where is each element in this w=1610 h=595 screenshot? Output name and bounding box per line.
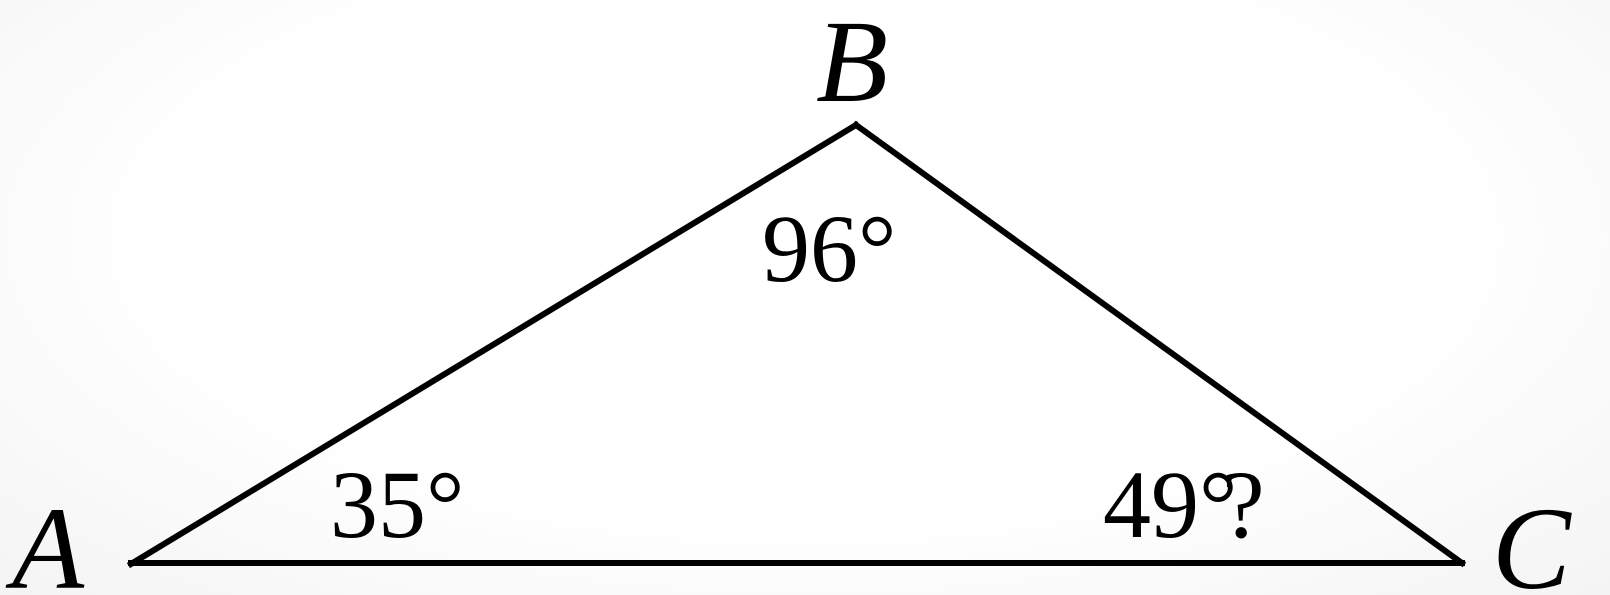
angle-label-c-unknown: ?: [1222, 451, 1265, 558]
vertex-label-a: A: [5, 483, 85, 595]
side-ab: [126, 120, 861, 569]
vertex-label-b: B: [816, 0, 888, 127]
angle-label-b: 96°: [762, 195, 896, 302]
angle-label-a: 35°: [330, 451, 464, 558]
angle-label-c: 49°: [1103, 451, 1237, 558]
side-bc: [851, 120, 1467, 568]
vertex-label-c: C: [1492, 483, 1572, 595]
